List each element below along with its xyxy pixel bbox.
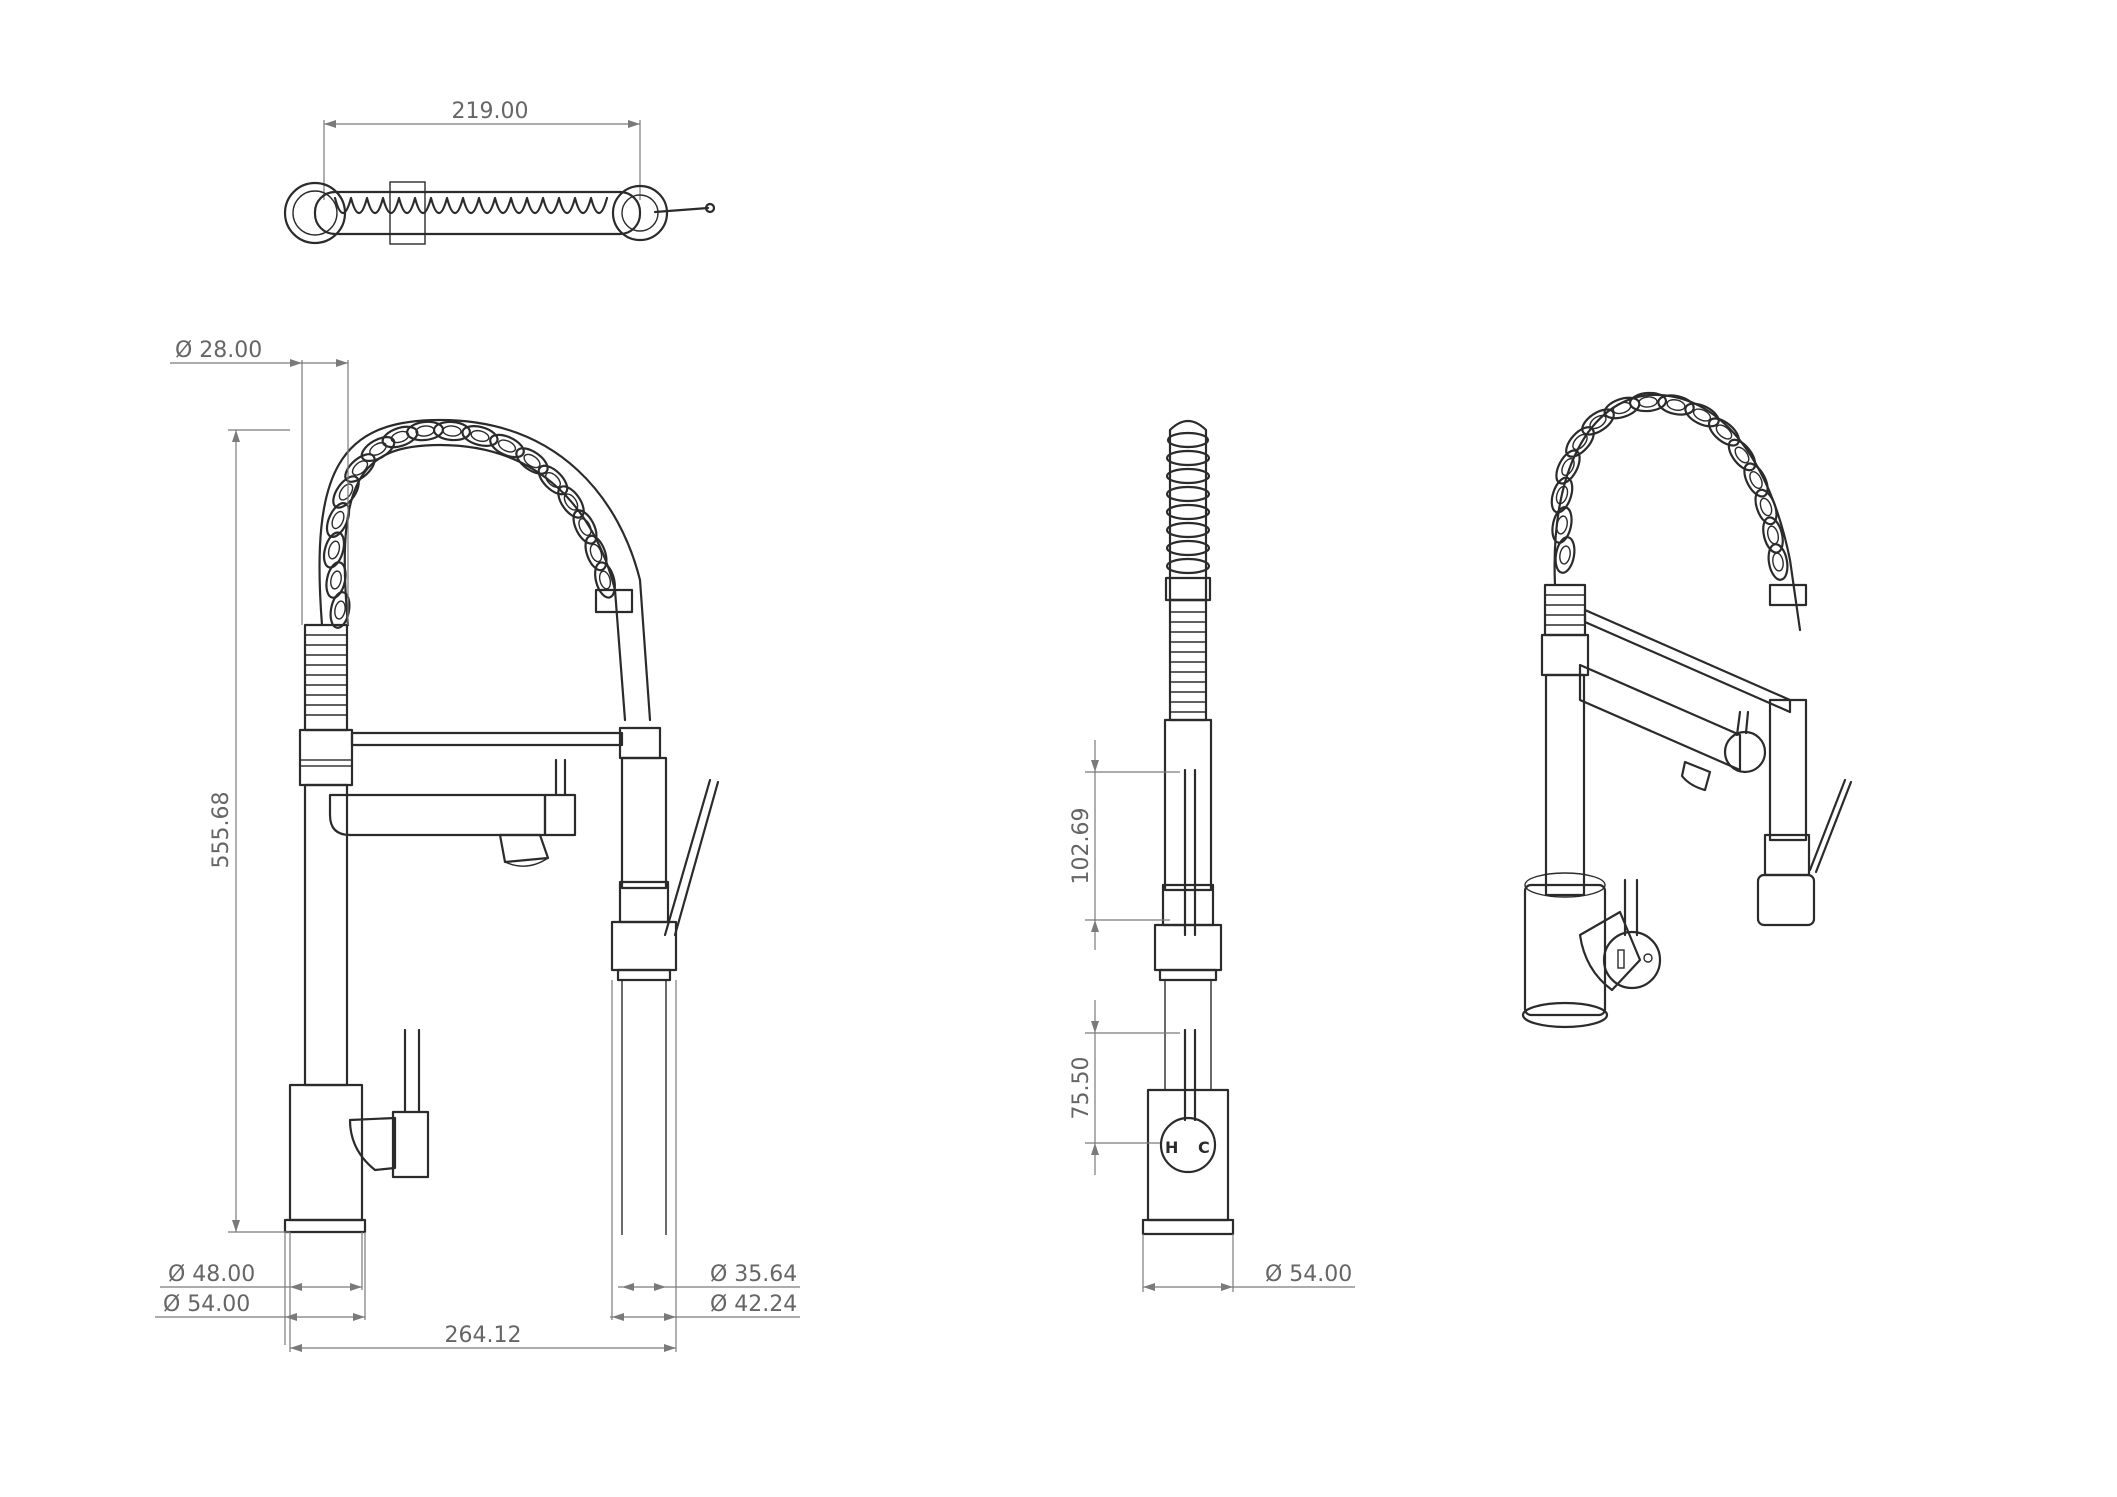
top-view: 219.00 bbox=[283, 99, 716, 245]
hot-mark: H bbox=[1165, 1138, 1178, 1157]
dim-text-7550: 75.50 bbox=[1069, 1057, 1094, 1120]
dimension-holder-diameters: Ø 35.64 Ø 42.24 bbox=[610, 980, 800, 1321]
cold-mark: C bbox=[1198, 1138, 1210, 1157]
front-view: Ø 28.00 555.68 Ø 48.00 Ø 54.00 bbox=[155, 338, 800, 1352]
isometric-view bbox=[1521, 390, 1853, 1029]
iso-spring bbox=[1546, 390, 1808, 632]
dim-text-10269: 102.69 bbox=[1069, 808, 1094, 885]
dimension-spout-diameter: Ø 28.00 bbox=[170, 338, 349, 625]
dimension-side-lower: 75.50 bbox=[1069, 1000, 1180, 1175]
dimension-height: 555.68 bbox=[209, 429, 290, 1233]
dimension-reach: 264.12 bbox=[289, 1320, 677, 1352]
front-spring bbox=[318, 418, 652, 722]
dimension-side-base: Ø 54.00 bbox=[1142, 1234, 1355, 1292]
dimension-top-width: 219.00 bbox=[323, 99, 641, 200]
dim-text-28: Ø 28.00 bbox=[175, 338, 262, 363]
dimension-base-diameters: Ø 48.00 Ø 54.00 bbox=[155, 1232, 366, 1345]
dimension-side-upper: 102.69 bbox=[1069, 740, 1180, 950]
dim-text-4224: Ø 42.24 bbox=[710, 1292, 797, 1317]
dim-text-54: Ø 54.00 bbox=[163, 1292, 250, 1317]
dim-text-side-54: Ø 54.00 bbox=[1265, 1262, 1352, 1287]
dim-text-219: 219.00 bbox=[452, 99, 529, 124]
side-spring bbox=[1164, 419, 1212, 722]
dim-text-555: 555.68 bbox=[209, 792, 234, 869]
top-spring-coils bbox=[333, 196, 609, 215]
dim-text-3564: Ø 35.64 bbox=[710, 1262, 797, 1287]
dim-text-48: Ø 48.00 bbox=[168, 1262, 255, 1287]
side-view: H C 102.69 75.50 Ø 54.00 bbox=[1069, 419, 1355, 1292]
dim-text-264: 264.12 bbox=[445, 1323, 522, 1348]
